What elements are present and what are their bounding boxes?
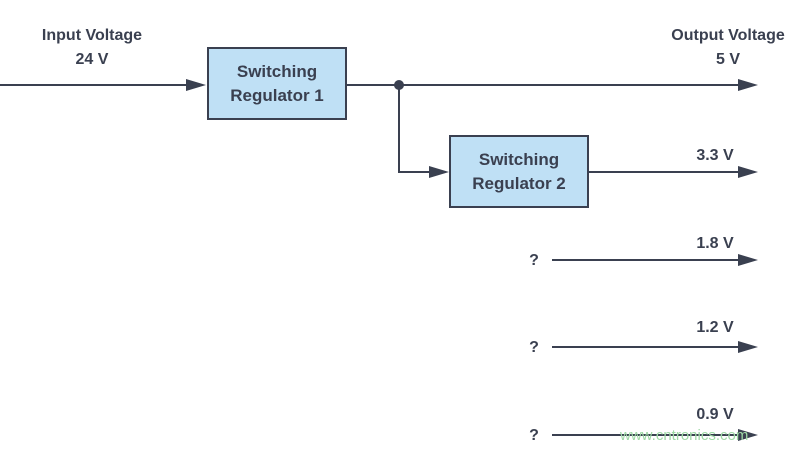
rail-0v9-label: 0.9 V (696, 406, 734, 423)
rail-3v3-arrowhead (738, 166, 758, 178)
regulator-2-line1: Switching (479, 150, 559, 169)
branch-wire (398, 85, 432, 173)
branch-arrowhead (429, 166, 449, 178)
rail-1v2-label: 1.2 V (696, 319, 734, 336)
output-voltage-value: 5 V (716, 51, 740, 68)
output-voltage-title: Output Voltage (671, 27, 785, 44)
input-voltage-value: 24 V (76, 51, 109, 68)
rail-1v8-arrowhead (738, 254, 758, 266)
regulator-1-line2: Regulator 1 (230, 86, 324, 105)
rail-1v8-label: 1.8 V (696, 235, 734, 252)
output-5v-arrowhead (738, 79, 758, 91)
regulator-2-line2: Regulator 2 (472, 174, 566, 193)
switching-regulator-2-block: Switching Regulator 2 (449, 135, 589, 208)
regulator-1-line1: Switching (237, 62, 317, 81)
rail-1v8-source: ? (529, 252, 539, 269)
rail-1v2-source: ? (529, 339, 539, 356)
rail-0v9-arrowhead (738, 429, 758, 441)
input-arrowhead (186, 79, 206, 91)
rail-1v2-arrowhead (738, 341, 758, 353)
rail-3v3-label: 3.3 V (696, 147, 734, 164)
input-voltage-title: Input Voltage (42, 27, 142, 44)
switching-regulator-1-block: Switching Regulator 1 (207, 47, 347, 120)
watermark-text: www.cntronics.com (619, 427, 748, 444)
rail-0v9-source: ? (529, 427, 539, 444)
